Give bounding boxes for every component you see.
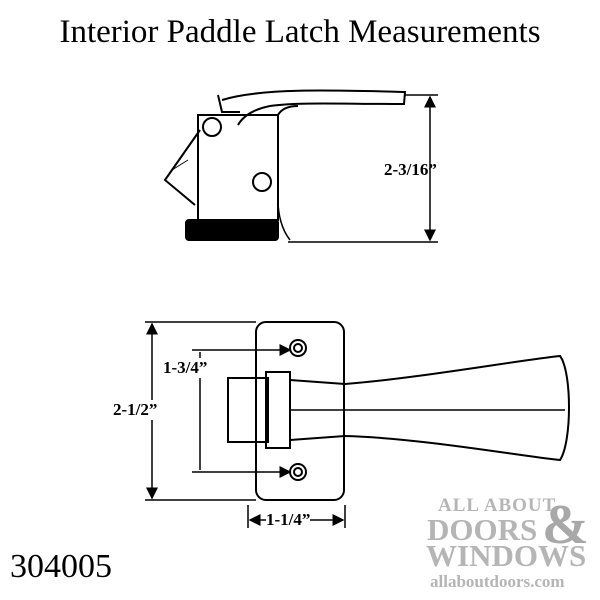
logo-ampersand: &	[542, 494, 589, 556]
logo-line2: DOORS	[427, 512, 538, 547]
height-side-label: 2-3/16”	[384, 160, 437, 179]
logo-line1: ALL ABOUT	[438, 495, 557, 516]
overall-height-label: 2-1/2”	[113, 400, 158, 420]
side-view-latch	[163, 89, 407, 241]
front-dimension-lines	[145, 321, 346, 528]
logo-url: allaboutdoors.com	[430, 572, 565, 591]
hole-spacing-label: 1-3/4”	[163, 358, 208, 378]
height-dimension-line	[288, 94, 438, 243]
logo-line3: WINDOWS	[426, 538, 587, 573]
part-number: 304005	[10, 548, 112, 585]
page-title: Interior Paddle Latch Measurements	[59, 14, 541, 50]
front-view-latch	[227, 321, 570, 501]
plate-width-label: 1-1/4”	[266, 510, 311, 530]
